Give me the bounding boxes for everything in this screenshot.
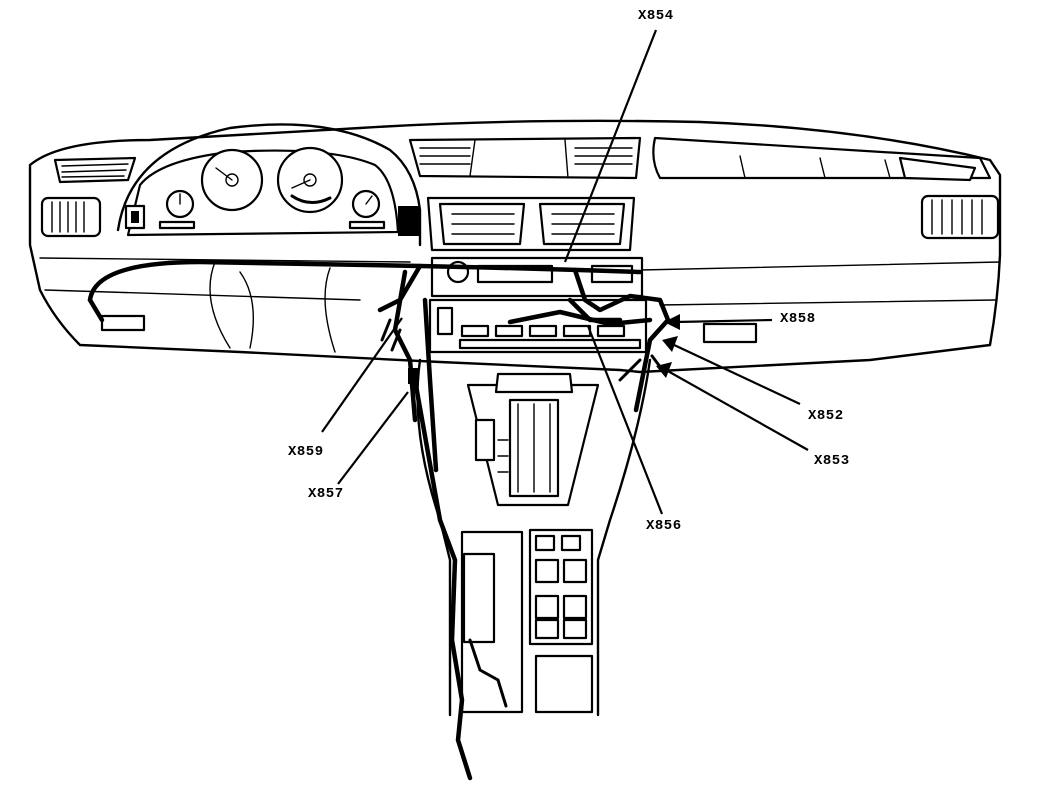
instrument-cluster <box>116 123 422 247</box>
label-x852: X852 <box>808 408 844 424</box>
label-x856: X856 <box>646 518 682 534</box>
centre-console-vents <box>398 196 636 252</box>
wiring-harness <box>87 259 671 781</box>
label-x857: X857 <box>308 486 344 502</box>
label-x854: X854 <box>638 8 674 24</box>
centre-top-vents <box>408 136 1000 240</box>
left-corner-vent <box>40 156 137 238</box>
left-knee-slot <box>100 314 146 332</box>
dashboard-outline <box>28 119 1002 374</box>
callout-leaders <box>321 29 809 515</box>
glovebox-handle <box>702 322 758 344</box>
label-x858: X858 <box>780 311 816 327</box>
label-x859: X859 <box>288 444 324 460</box>
label-x853: X853 <box>814 453 850 469</box>
centre-console <box>416 358 652 717</box>
